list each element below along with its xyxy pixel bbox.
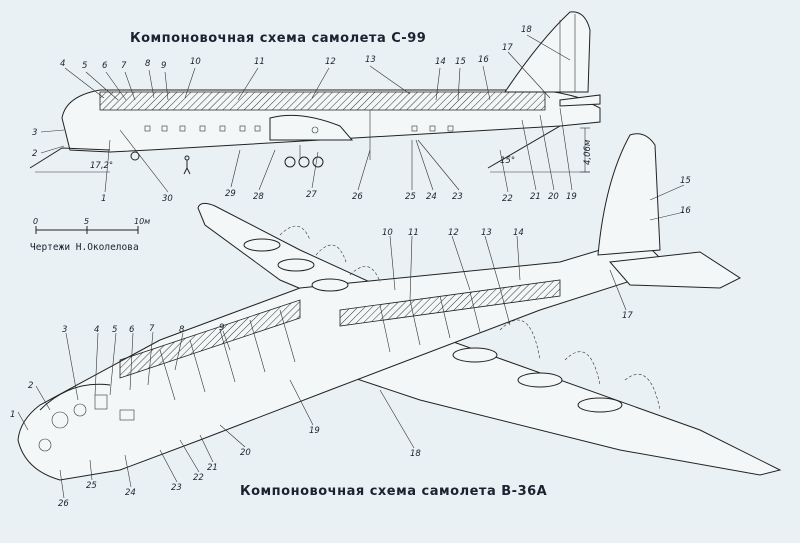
b36a-callout-3: 3 — [62, 325, 67, 335]
c99-callout-6: 6 — [102, 61, 108, 71]
b36a-callout-25: 25 — [86, 481, 97, 491]
c99-callout-15: 15 — [455, 57, 466, 67]
b36a-callout-12: 12 — [448, 228, 459, 238]
scale-bar: 0 5 10м — [33, 217, 150, 234]
c99-callout-28: 28 — [253, 192, 264, 202]
c99-tail-angle: 15° — [500, 156, 515, 166]
b36a-callout-5: 5 — [112, 325, 117, 335]
b36a-callout-21: 21 — [207, 463, 218, 473]
b36a-callout-11: 11 — [408, 228, 419, 238]
c99-callout-9: 9 — [161, 61, 166, 71]
scale-label-5: 5 — [84, 217, 89, 226]
b36a-callout-23: 23 — [171, 483, 182, 493]
b36a-callout-14: 14 — [513, 228, 524, 238]
c99-callout-3: 3 — [32, 128, 37, 138]
title-c99: Компоновочная схема самолета С-99 — [130, 31, 426, 46]
b36a-callout-8: 8 — [179, 325, 185, 335]
b36a-callout-2: 2 — [28, 381, 33, 391]
c99-callout-10: 10 — [190, 57, 201, 67]
b36a-leader-lines — [17, 184, 685, 499]
c99-callout-8: 8 — [145, 59, 151, 69]
c99-tail-height: 4,06м — [583, 139, 593, 165]
c99-callout-11: 11 — [254, 57, 265, 67]
b36a-callout-9: 9 — [219, 323, 224, 333]
c99-leader-lines — [40, 34, 573, 193]
c99-nose-angle: 17,2° — [90, 161, 113, 171]
c99-callout-4: 4 — [60, 59, 65, 69]
b36a-callout-7: 7 — [149, 324, 155, 334]
c99-callout-20: 20 — [548, 192, 559, 202]
b36a-callout-17: 17 — [622, 311, 633, 321]
title-b36a: Компоновочная схема самолета B-36A — [240, 484, 547, 499]
scale-label-0: 0 — [33, 217, 38, 226]
b36a-cutaway-view — [17, 133, 782, 481]
c99-callout-29: 29 — [225, 189, 236, 199]
c99-callout-23: 23 — [452, 192, 463, 202]
b36a-callout-18: 18 — [410, 449, 421, 459]
c99-callout-30: 30 — [162, 194, 173, 204]
c99-callout-1: 1 — [101, 194, 106, 204]
c99-callout-24: 24 — [426, 192, 437, 202]
c99-callout-5: 5 — [82, 61, 87, 71]
c99-callout-18: 18 — [521, 25, 532, 35]
c99-callout-26: 26 — [352, 192, 363, 202]
c99-callout-16: 16 — [478, 55, 489, 65]
c99-callout-13: 13 — [365, 55, 376, 65]
b36a-callout-16: 16 — [680, 206, 691, 216]
b36a-callout-26: 26 — [58, 499, 69, 509]
b36a-callout-1: 1 — [10, 410, 15, 420]
c99-callout-25: 25 — [405, 192, 416, 202]
scale-label-10: 10м — [134, 217, 150, 226]
c99-callout-19: 19 — [566, 192, 577, 202]
b36a-callout-19: 19 — [309, 426, 320, 436]
c99-callout-17: 17 — [502, 43, 513, 53]
b36a-callout-13: 13 — [481, 228, 492, 238]
b36a-callout-20: 20 — [240, 448, 251, 458]
b36a-callout-22: 22 — [193, 473, 204, 483]
c99-callouts: 4 5 6 7 8 9 10 11 12 13 14 15 16 17 18 3… — [32, 25, 577, 204]
b36a-callouts: 1 2 3 4 5 6 7 8 9 10 11 12 13 14 15 16 1… — [10, 176, 691, 509]
c99-callout-21: 21 — [530, 192, 541, 202]
drawing-credit: Чертежи Н.Околелова — [30, 242, 139, 253]
b36a-callout-24: 24 — [125, 488, 136, 498]
c99-callout-12: 12 — [325, 57, 336, 67]
c99-callout-2: 2 — [32, 149, 37, 159]
b36a-callout-15: 15 — [680, 176, 691, 186]
b36a-callout-4: 4 — [94, 325, 99, 335]
c99-callout-27: 27 — [306, 190, 317, 200]
b36a-callout-10: 10 — [382, 228, 393, 238]
c99-callout-14: 14 — [435, 57, 446, 67]
c99-callout-7: 7 — [121, 61, 127, 71]
c99-callout-22: 22 — [502, 194, 513, 204]
b36a-callout-6: 6 — [129, 325, 135, 335]
